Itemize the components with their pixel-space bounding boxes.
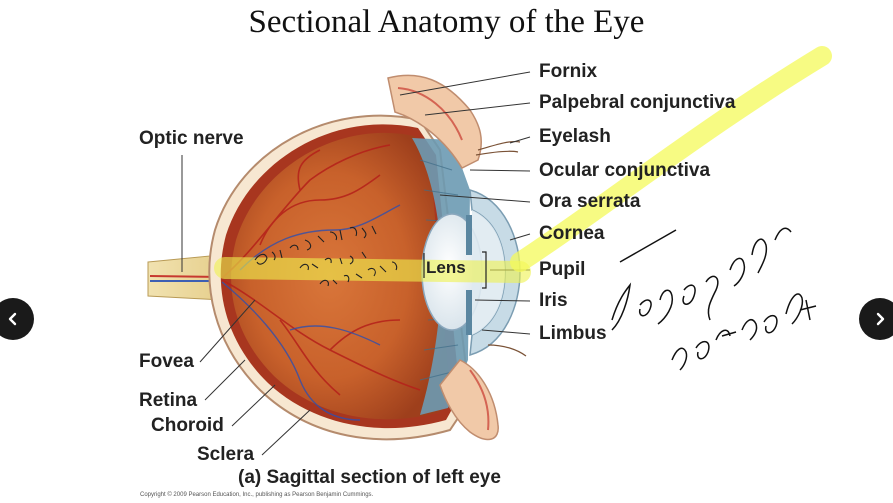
label-limbus: Limbus xyxy=(539,323,607,344)
copyright-notice: Copyright © 2009 Pearson Education, Inc.… xyxy=(140,492,374,498)
label-retina: Retina xyxy=(139,390,198,411)
label-ocular-conjunctiva: Ocular conjunctiva xyxy=(539,160,711,181)
label-pupil: Pupil xyxy=(539,259,586,280)
previous-slide-button[interactable] xyxy=(0,298,34,340)
label-ora-serrata: Ora serrata xyxy=(539,191,641,212)
highlight-fovea-stroke xyxy=(214,257,531,283)
label-cornea: Cornea xyxy=(539,223,605,244)
chevron-right-icon xyxy=(876,312,885,326)
label-eyelash: Eyelash xyxy=(539,126,611,147)
highlight-diagonal-stroke xyxy=(510,46,832,272)
lower-eyelid-shape xyxy=(439,359,499,441)
iris-shape xyxy=(466,215,472,255)
label-lens: Lens xyxy=(426,258,466,277)
handwritten-note-right xyxy=(611,227,817,371)
chevron-left-icon xyxy=(8,312,17,326)
label-fornix: Fornix xyxy=(539,61,598,82)
upper-eyelid-shape xyxy=(387,74,482,169)
label-optic-nerve: Optic nerve xyxy=(139,128,244,149)
next-slide-button[interactable] xyxy=(859,298,893,340)
handwritten-note-center xyxy=(254,225,398,287)
label-sclera: Sclera xyxy=(197,444,255,465)
page-title: Sectional Anatomy of the Eye xyxy=(248,4,645,40)
label-choroid: Choroid xyxy=(151,415,224,436)
retinal-vessels xyxy=(221,144,421,396)
figure-caption: (a) Sagittal section of left eye xyxy=(238,467,501,488)
label-palpebral-conjunctiva: Palpebral conjunctiva xyxy=(539,92,736,113)
label-fovea: Fovea xyxy=(139,351,194,372)
label-iris: Iris xyxy=(539,290,568,311)
